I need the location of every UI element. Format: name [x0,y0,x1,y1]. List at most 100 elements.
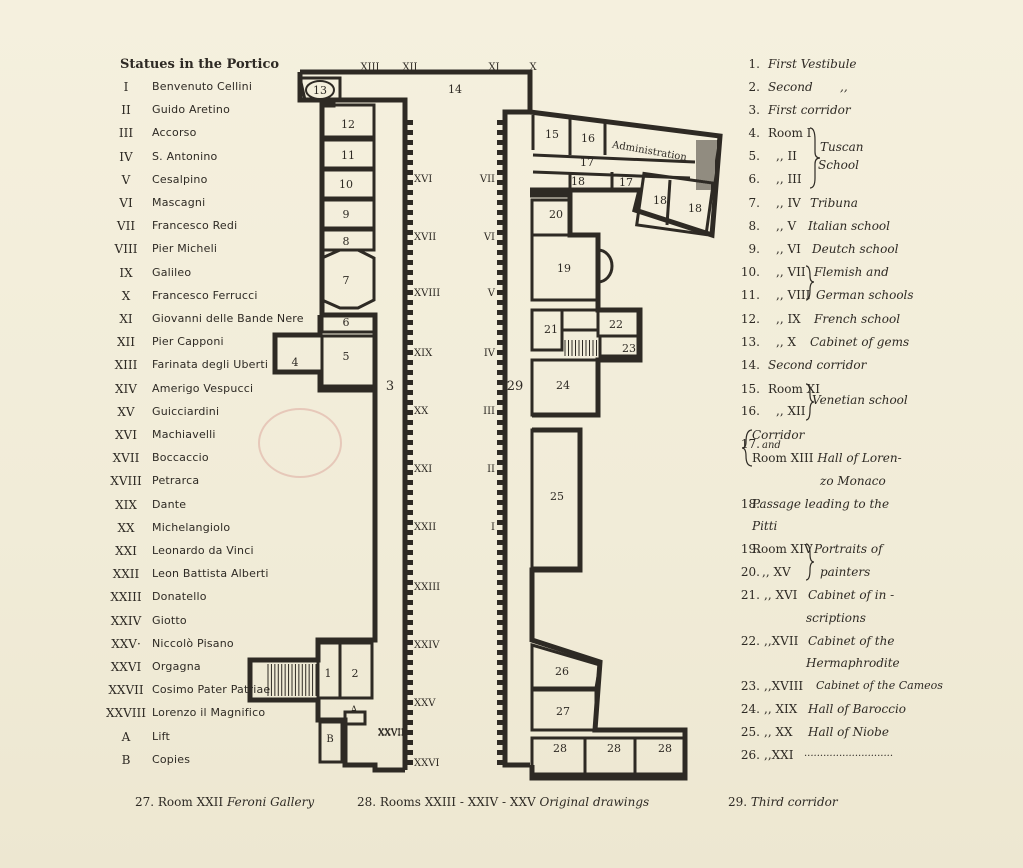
room-12 [320,103,376,139]
room-9 [320,198,376,230]
west-wing-wall [300,69,533,768]
window-mark [405,300,413,305]
window-mark [497,710,505,715]
window-mark [497,330,505,335]
window-mark [497,630,505,635]
legend-statue-name: Boccaccio [152,451,209,465]
window-mark [405,210,413,215]
window-mark [405,660,413,665]
third-corridor-windows [497,120,505,765]
room-label-10: 10 [339,178,353,191]
portico-numeral-XII: XII [402,62,417,73]
window-mark [405,610,413,615]
room-B [318,720,344,764]
window-mark [497,260,505,265]
window-mark [497,140,505,145]
room-label-9: 9 [343,208,350,221]
rooms-18-box [635,171,715,237]
legend-numeral: VI [119,196,133,210]
room-label-14: 14 [448,83,462,96]
room-label-A: A [349,705,358,716]
room-label-21: 21 [544,323,558,336]
window-mark [405,260,413,265]
window-mark [405,120,413,125]
legend-numeral: VII [116,219,136,234]
school-label: School [818,158,859,172]
window-mark [405,380,413,385]
room-label-24: 24 [556,379,570,392]
legend-statue-name: Galileo [152,265,192,279]
window-mark [497,530,505,535]
room-label-23: 23 [622,342,636,355]
wall-numeral: XXVI [414,758,439,769]
window-mark [497,160,505,165]
room-5 [320,334,376,388]
window-mark [405,170,413,175]
window-mark [497,640,505,645]
legend-statue-name: Giotto [152,613,187,627]
window-mark [405,620,413,625]
window-mark [405,650,413,655]
window-mark [405,550,413,555]
room-label-28b: 28 [607,742,621,755]
window-mark [497,620,505,625]
wall-numeral: XVI [414,174,432,185]
window-mark [497,120,505,125]
wall-numeral: XXVII [378,728,405,738]
key-17-cont: zo Monaco [820,474,886,488]
room-label-19: 19 [557,262,571,275]
window-mark [405,690,413,695]
legend-statue-name: Amerigo Vespucci [152,381,254,395]
window-mark [405,730,413,735]
window-mark [497,370,505,375]
window-mark [405,440,413,445]
portico-numeral-XIII: XIII [361,62,380,73]
window-mark [405,760,413,765]
window-mark [497,460,505,465]
window-mark [405,430,413,435]
room-label-28c: 28 [658,742,672,755]
portico-numeral-XI: XI [488,62,499,73]
legend-statue-name: Copies [152,752,191,766]
wall-numeral: V [487,288,496,299]
room-label-18b: 18 [653,194,667,207]
legend-numeral: A [121,729,131,744]
wall-numeral: XVIII [414,288,440,299]
legend-statue-name: Pier Capponi [152,335,224,349]
window-mark [405,500,413,505]
window-mark [405,320,413,325]
window-mark [405,230,413,235]
key-22-cont: Hermaphrodite [806,656,900,670]
stairs-pitti [696,140,718,190]
legend-numeral: XI [119,312,133,326]
window-mark [405,630,413,635]
window-mark [497,500,505,505]
window-mark [497,170,505,175]
window-mark [405,190,413,195]
window-mark [497,590,505,595]
window-mark [497,400,505,405]
room-label-27: 27 [556,705,570,718]
room-label-18a: 18 [571,175,585,188]
window-mark [405,410,413,415]
window-mark [497,690,505,695]
footer-27: 27. Room XXII Feroni Gallery [135,795,315,809]
legend-statue-name: Cosimo Pater Patriae [152,683,271,697]
key-21-cont: scriptions [806,611,866,625]
legend-statue-name: Accorso [152,126,197,140]
wall-numeral: XXIII [414,582,440,593]
legend-statue-name: Michelangiolo [152,520,231,534]
wall-numeral: XXIV [414,640,440,651]
room-label-5: 5 [343,350,350,363]
room-label-B: B [326,734,333,745]
window-mark [405,490,413,495]
window-mark [405,160,413,165]
window-mark [405,370,413,375]
window-mark [497,720,505,725]
east-south-outer [529,427,688,781]
wall-numeral: XXII [414,522,436,533]
wall-numeral: I [491,522,495,533]
window-mark [405,750,413,755]
legend-numeral: XII [116,335,136,350]
